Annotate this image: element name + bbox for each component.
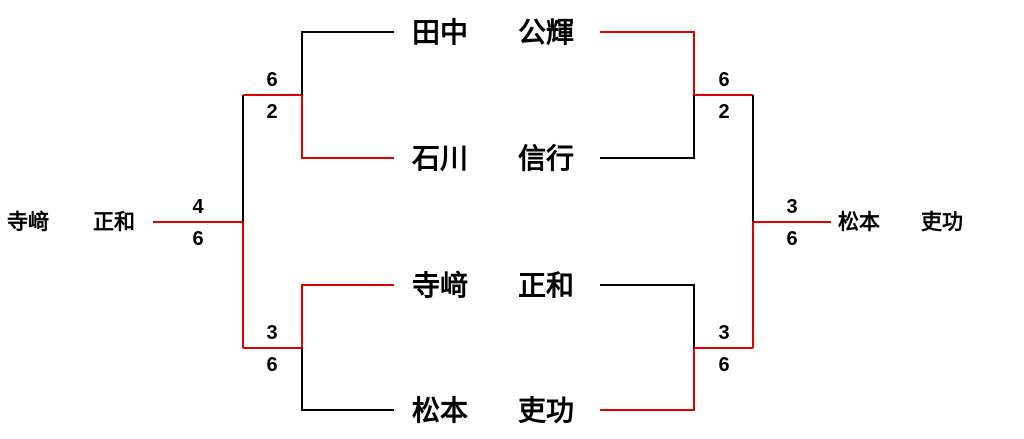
right-final-score-bottom: 6 — [786, 228, 797, 250]
left-final-score-bottom: 6 — [192, 228, 203, 250]
left-p4-line — [301, 348, 394, 411]
player-4-name: 松本 吏功 — [412, 394, 574, 427]
player-1-family-name: 田中 — [412, 16, 468, 49]
left-finalist-given-name: 正和 — [93, 210, 135, 234]
right-semi2-score-bottom: 6 — [718, 354, 729, 376]
left-p3-line — [301, 284, 394, 348]
right-p3-line — [600, 284, 695, 348]
player-3-given-name: 正和 — [518, 269, 574, 302]
player-1-name: 田中 公輝 — [412, 16, 574, 49]
right-final-score-top: 3 — [786, 196, 797, 218]
left-semi1-score-bottom: 2 — [266, 101, 277, 123]
left-p2-line — [301, 95, 394, 159]
right-p1-line — [600, 31, 695, 95]
right-semi2-score-top: 3 — [718, 322, 729, 344]
player-1-given-name: 公輝 — [518, 16, 574, 49]
left-p1-line — [301, 31, 394, 95]
left-finalist-family-name: 寺﨑 — [7, 210, 49, 234]
left-semi2-score-bottom: 6 — [266, 354, 277, 376]
player-2-name: 石川 信行 — [411, 142, 574, 175]
player-3-family-name: 寺﨑 — [412, 269, 468, 302]
right-semi1-score-top: 6 — [718, 69, 729, 91]
left-finalist-name: 寺﨑 正和 — [7, 210, 135, 234]
left-semi2-score-top: 3 — [266, 322, 277, 344]
left-final-score-top: 4 — [192, 196, 204, 218]
player-2-given-name: 信行 — [518, 142, 574, 175]
player-4-given-name: 吏功 — [518, 394, 574, 427]
player-4-family-name: 松本 — [412, 394, 468, 427]
right-finalist-family-name: 松本 — [838, 210, 880, 234]
right-finalist-given-name: 吏功 — [921, 210, 963, 234]
right-p4-line — [600, 348, 695, 411]
player-2-family-name: 石川 — [411, 142, 468, 175]
right-semi1-score-bottom: 2 — [718, 101, 729, 123]
right-finalist-name: 松本 吏功 — [838, 210, 963, 234]
left-semi1-score-top: 6 — [266, 69, 277, 91]
right-p2-line — [600, 95, 695, 159]
player-3-name: 寺﨑 正和 — [412, 269, 574, 302]
